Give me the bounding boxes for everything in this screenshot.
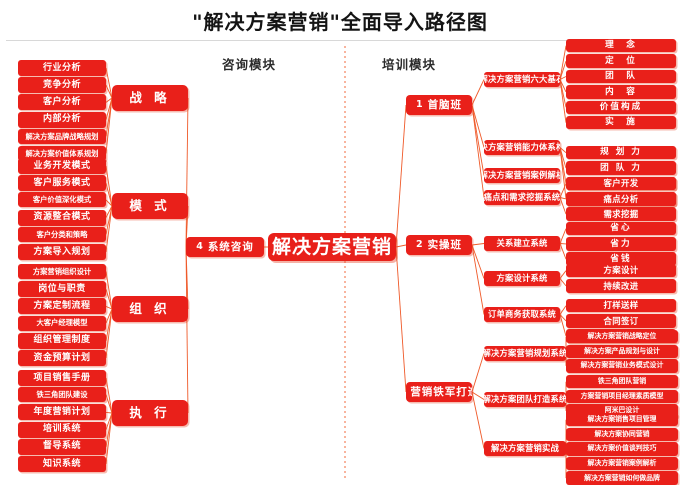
- training-system-1-2[interactable]: 订单商务获取系统: [484, 307, 560, 322]
- connector: [472, 80, 484, 106]
- connector: [472, 105, 484, 148]
- consulting-hub-label: 系统咨询: [208, 242, 254, 253]
- consulting-leaf-3-2[interactable]: 年度营销计划: [18, 404, 106, 420]
- consulting-leaf-0-2[interactable]: 客户分析: [18, 94, 106, 110]
- consulting-leaf-2-1[interactable]: 岗位与职责: [18, 281, 106, 297]
- consulting-leaf-2-0[interactable]: 方案营销组织设计: [18, 264, 106, 279]
- consulting-leaf-1-5[interactable]: 方案导入规划: [18, 244, 106, 260]
- consulting-leaf-2-3[interactable]: 大客户经理模型: [18, 316, 106, 331]
- training-stage-0-number: 1: [416, 100, 424, 110]
- connector: [396, 105, 406, 247]
- consulting-leaf-3-3[interactable]: 培训系统: [18, 422, 106, 438]
- consulting-leaf-0-4[interactable]: 解决方案品牌战略规划: [18, 129, 106, 144]
- training-leaf-0-3-2[interactable]: 需求挖掘: [566, 207, 676, 220]
- training-leaf-1-1-0[interactable]: 方案设计: [566, 264, 676, 277]
- training-leaf-2-0-0[interactable]: 解决方案营销战略定位: [566, 330, 678, 343]
- center-node[interactable]: 解决方案营销: [268, 233, 396, 261]
- consulting-leaf-0-1[interactable]: 竞争分析: [18, 77, 106, 93]
- training-leaf-0-1-1[interactable]: 团 队 力: [566, 161, 676, 174]
- consulting-branch-1[interactable]: 模 式: [112, 193, 188, 219]
- consulting-leaf-2-4[interactable]: 组织管理制度: [18, 333, 106, 349]
- consulting-leaf-0-3[interactable]: 内部分析: [18, 112, 106, 128]
- connector: [396, 245, 406, 247]
- training-system-0-3[interactable]: 痛点和需求挖掘系统: [484, 190, 560, 205]
- training-stage-2-label: 营销铁军打造: [410, 387, 472, 398]
- training-leaf-0-3-1[interactable]: 痛点分析: [566, 192, 676, 205]
- training-leaf-2-1-1[interactable]: 方案营销项目经理素质模型: [566, 390, 678, 403]
- training-leaf-0-0-4[interactable]: 价值构成: [566, 101, 676, 114]
- training-stage-2[interactable]: 3营销铁军打造: [406, 382, 472, 402]
- consulting-leaf-2-5[interactable]: 资金预算计划: [18, 350, 106, 366]
- training-system-0-2[interactable]: 解决方案营销案例解析: [484, 168, 560, 183]
- connector: [472, 105, 484, 198]
- training-leaf-0-0-0[interactable]: 理 念: [566, 39, 676, 52]
- training-leaf-0-0-2[interactable]: 团 队: [566, 70, 676, 83]
- training-leaf-1-0-0[interactable]: 省心: [566, 222, 676, 235]
- training-leaf-0-0-5[interactable]: 实 施: [566, 116, 676, 129]
- training-leaf-1-0-1[interactable]: 省力: [566, 237, 676, 250]
- consulting-branch-0[interactable]: 战 略: [112, 85, 188, 111]
- training-stage-1-number: 2: [416, 240, 424, 250]
- connector: [186, 247, 188, 413]
- training-stage-0[interactable]: 1 首脑班: [406, 95, 472, 115]
- connector: [472, 354, 484, 393]
- training-system-1-0[interactable]: 关系建立系统: [484, 236, 560, 251]
- training-system-0-0[interactable]: 解决方案营销六大基石: [484, 72, 560, 87]
- training-leaf-0-3-0[interactable]: 客户开发: [566, 177, 676, 190]
- consulting-leaf-1-2[interactable]: 客户价值深化模式: [18, 192, 106, 207]
- connector: [472, 245, 484, 315]
- training-leaf-0-1-0[interactable]: 规 划 力: [566, 146, 676, 159]
- consulting-branch-2[interactable]: 组 织: [112, 296, 188, 322]
- training-leaf-2-0-2[interactable]: 解决方案营销业务模式设计: [566, 359, 678, 372]
- consulting-leaf-3-4[interactable]: 督导系统: [18, 439, 106, 455]
- training-stage-1-label: 实操班: [428, 240, 463, 251]
- training-leaf-1-2-0[interactable]: 打样送样: [566, 299, 676, 312]
- consulting-leaf-1-4[interactable]: 客户分类和策略: [18, 227, 106, 242]
- training-system-1-1[interactable]: 方案设计系统: [484, 271, 560, 286]
- connector: [396, 247, 406, 392]
- training-leaf-1-1-1[interactable]: 持续改进: [566, 279, 676, 292]
- module-header-training: 培训模块: [382, 54, 436, 73]
- training-system-2-2[interactable]: 解决方案营销实战: [484, 441, 566, 456]
- connector: [472, 245, 484, 279]
- consulting-leaf-1-0[interactable]: 业务开发模式: [18, 158, 106, 174]
- consulting-leaf-0-0[interactable]: 行业分析: [18, 60, 106, 76]
- training-system-0-1[interactable]: 解决方案营销能力体系构建: [484, 140, 560, 155]
- training-leaf-2-2-1[interactable]: 解决方案协同营销: [566, 428, 678, 441]
- connector: [472, 244, 484, 246]
- connector: [186, 98, 188, 247]
- consulting-leaf-3-0[interactable]: 项目销售手册: [18, 370, 106, 386]
- training-system-2-0[interactable]: 解决方案营销规划系统: [484, 346, 566, 361]
- training-system-2-1[interactable]: 解决方案团队打造系统: [484, 392, 566, 407]
- consulting-branch-3[interactable]: 执 行: [112, 400, 188, 426]
- consulting-leaf-3-5[interactable]: 知识系统: [18, 456, 106, 472]
- connector: [472, 392, 484, 449]
- training-leaf-2-2-4[interactable]: 解决方案营销如何做品牌: [566, 471, 678, 484]
- training-stage-1[interactable]: 2 实操班: [406, 235, 472, 255]
- connector: [472, 105, 484, 176]
- training-stage-0-label: 首脑班: [428, 100, 463, 111]
- training-leaf-2-1-0[interactable]: 铁三角团队营销: [566, 375, 678, 388]
- consulting-leaf-3-1[interactable]: 铁三角团队建设: [18, 387, 106, 402]
- training-leaf-1-2-1[interactable]: 合同签订: [566, 314, 676, 327]
- consulting-leaf-1-3[interactable]: 资源整合模式: [18, 210, 106, 226]
- module-header-consulting: 咨询模块: [222, 54, 276, 73]
- training-leaf-2-2-3[interactable]: 解决方案营销案例解析: [566, 457, 678, 470]
- training-leaf-0-0-3[interactable]: 内 容: [566, 85, 676, 98]
- consulting-hub-number: 4: [196, 242, 204, 252]
- training-leaf-2-2-2[interactable]: 解决方案价值谈判技巧: [566, 442, 678, 455]
- consulting-leaf-2-2[interactable]: 方案定制流程: [18, 298, 106, 314]
- training-leaf-2-2-0[interactable]: 解决方案销售项目管理: [566, 413, 678, 426]
- connector: [560, 80, 566, 123]
- training-leaf-2-0-1[interactable]: 解决方案产品规划与设计: [566, 345, 678, 358]
- page-title: "解决方案营销"全面导入路径图: [0, 6, 680, 35]
- consulting-leaf-1-1[interactable]: 客户服务模式: [18, 175, 106, 191]
- connector: [472, 392, 484, 400]
- consulting-hub-node[interactable]: 4 系统咨询: [186, 237, 264, 257]
- training-leaf-0-0-1[interactable]: 定 位: [566, 54, 676, 67]
